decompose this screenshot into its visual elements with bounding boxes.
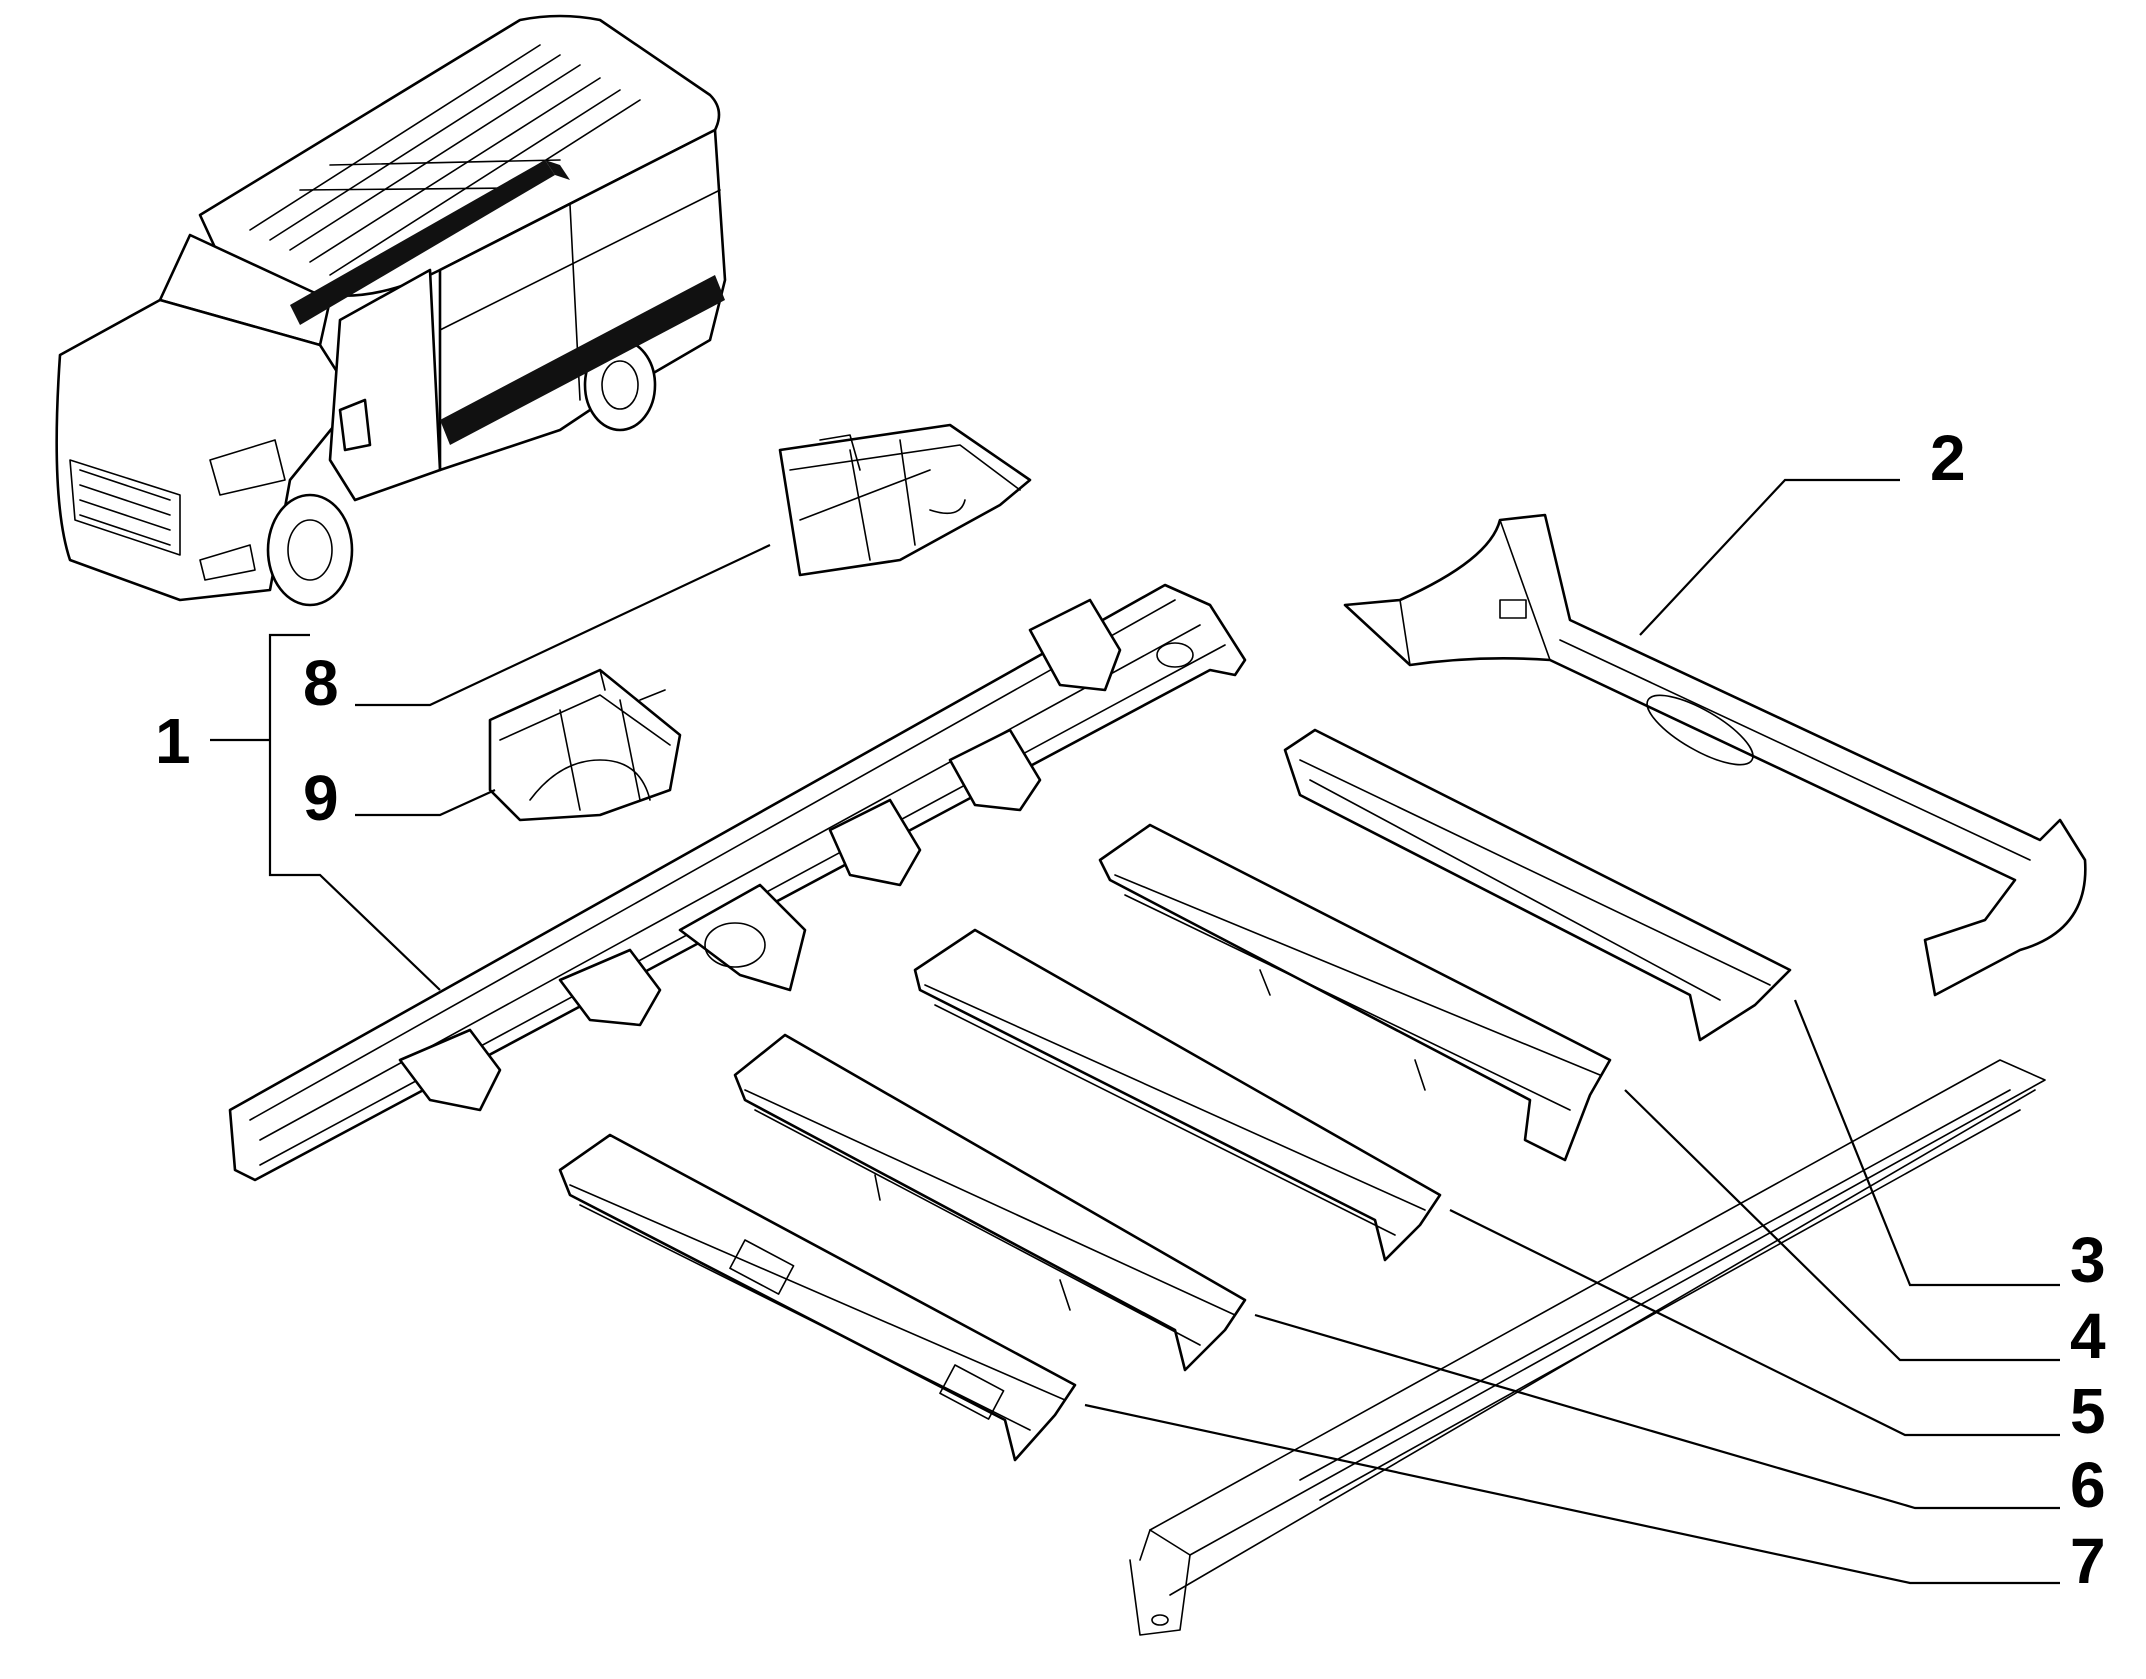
- part-9-bracket: [488, 668, 682, 822]
- part-8-bracket: [778, 423, 1032, 577]
- roof-rail-highlight: [290, 160, 555, 325]
- part-3-rail: [1283, 728, 1792, 1042]
- callout-6: 6: [2070, 1449, 2106, 1521]
- callout-9: 9: [303, 762, 339, 834]
- callout-4: 4: [2070, 1300, 2106, 1372]
- part-4-rail: [1098, 823, 1612, 1162]
- callout-7: 7: [2070, 1525, 2106, 1597]
- van-illustration: [55, 14, 727, 607]
- part-2-curved-rail: [1343, 513, 2087, 997]
- callout-3: 3: [2070, 1224, 2106, 1296]
- callout-labels: 1 2 3 4 5 6 7 8 9: [155, 422, 2106, 1597]
- part-5-rail: [913, 928, 1442, 1262]
- callout-2: 2: [1930, 422, 1966, 494]
- callout-5: 5: [2070, 1375, 2106, 1447]
- callout-8: 8: [303, 647, 339, 719]
- floor-rails-background: [1129, 1059, 2046, 1636]
- part-6-rail: [733, 1033, 1247, 1372]
- leader-lines: [210, 478, 2060, 1585]
- part-1-main-rail: [228, 583, 1247, 1182]
- callout-1: 1: [155, 705, 191, 777]
- part-7-rail: [558, 1133, 1077, 1462]
- sill-rail-highlight: [440, 275, 725, 445]
